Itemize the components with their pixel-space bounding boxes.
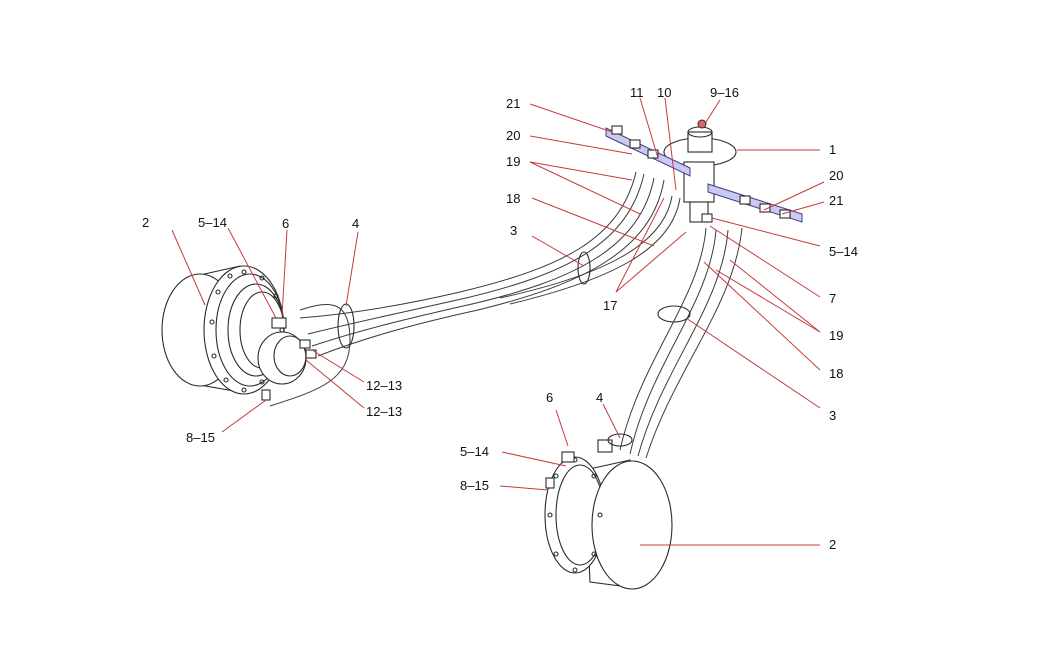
callout-3-left: 3 bbox=[510, 223, 517, 238]
callout-19-left: 19 bbox=[506, 154, 520, 169]
callout-18-right: 18 bbox=[829, 366, 843, 381]
callout-8-15-left: 8–15 bbox=[186, 430, 215, 445]
rotary-joint bbox=[663, 119, 737, 223]
callout-9-16: 9–16 bbox=[710, 85, 739, 100]
callout-6-left: 6 bbox=[282, 216, 289, 231]
callout-12-13-upper: 12–13 bbox=[366, 378, 402, 393]
callout-4-right: 4 bbox=[596, 390, 603, 405]
callout-1: 1 bbox=[829, 142, 836, 157]
callout-7: 7 bbox=[829, 291, 836, 306]
callout-20-left: 20 bbox=[506, 128, 520, 143]
callout-17: 17 bbox=[603, 298, 617, 313]
right-manifold bbox=[701, 183, 803, 223]
hose-bundle-right bbox=[619, 227, 743, 459]
callout-2-right: 2 bbox=[829, 537, 836, 552]
leader-lines bbox=[171, 97, 825, 546]
callout-21-left: 21 bbox=[506, 96, 520, 111]
callout-3-right: 3 bbox=[829, 408, 836, 423]
callout-6-right: 6 bbox=[546, 390, 553, 405]
callout-10: 10 bbox=[657, 85, 671, 100]
callout-labels: 1 2 2 3 3 4 4 5–14 5–14 5–14 6 6 7 8–15 … bbox=[142, 85, 858, 552]
callout-19-right: 19 bbox=[829, 328, 843, 343]
callout-5-14-left: 5–14 bbox=[198, 215, 227, 230]
callout-5-14-right: 5–14 bbox=[829, 244, 858, 259]
callout-2-left: 2 bbox=[142, 215, 149, 230]
callout-11: 11 bbox=[630, 85, 644, 100]
callout-20-right: 20 bbox=[829, 168, 843, 183]
callout-5-14-lower: 5–14 bbox=[460, 444, 489, 459]
left-manifold bbox=[605, 125, 691, 177]
callout-18-left: 18 bbox=[506, 191, 520, 206]
left-wheel-motor bbox=[161, 265, 317, 401]
callout-8-15-lower: 8–15 bbox=[460, 478, 489, 493]
right-wheel-motor bbox=[544, 439, 673, 590]
callout-12-13-lower: 12–13 bbox=[366, 404, 402, 419]
hose-bundle-left bbox=[269, 171, 681, 407]
callout-4-left: 4 bbox=[352, 216, 359, 231]
callout-21-right: 21 bbox=[829, 193, 843, 208]
